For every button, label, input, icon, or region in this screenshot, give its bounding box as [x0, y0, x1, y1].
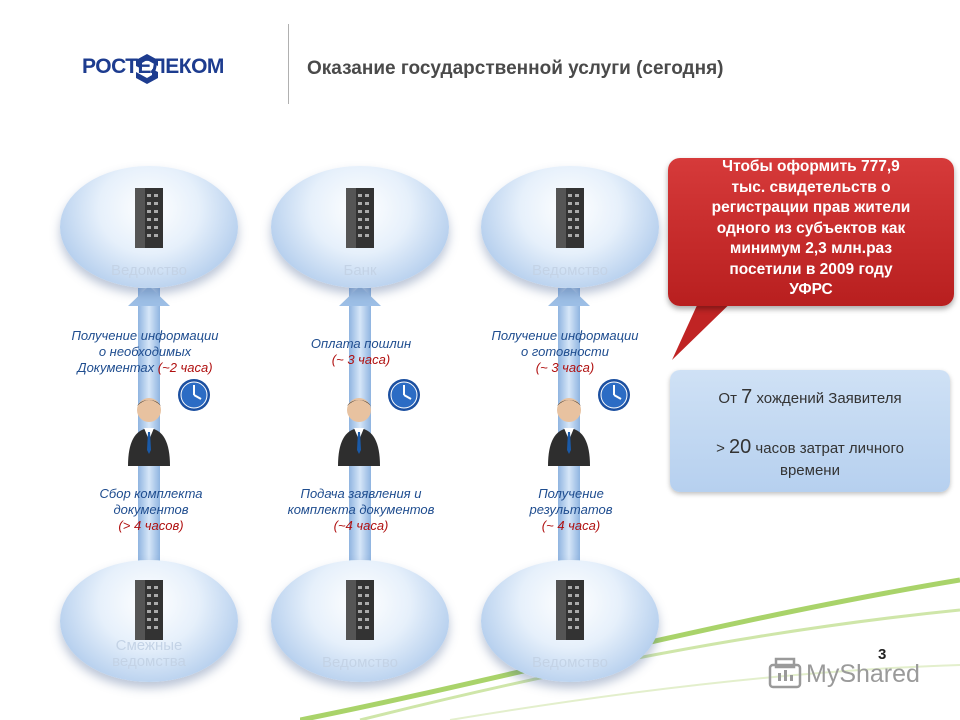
step-text: результатов — [529, 502, 613, 517]
step-text: комплекта документов — [287, 502, 435, 517]
callout-tail — [672, 290, 744, 360]
step-text: документов — [113, 502, 189, 517]
node-label: Ведомство — [532, 262, 608, 279]
summary-hours-row: > 20 часов затрат личного — [680, 436, 940, 460]
person-icon — [128, 398, 170, 466]
step-text: Сбор комплекта — [99, 486, 203, 501]
red-callout — [668, 158, 954, 306]
summary-hours: > 20 часов затрат личного времени — [680, 436, 940, 482]
summary-number: 20 — [729, 436, 752, 458]
server-icon — [135, 188, 163, 248]
logo-text: РОСТЕЛЕКОМ — [82, 55, 224, 78]
node-label: Банк — [343, 262, 377, 279]
step-lower-2: Подача заявления и комплекта документов … — [256, 486, 466, 534]
step-time: (~ 4 часа) — [541, 518, 601, 533]
watermark-logo-icon — [768, 657, 802, 689]
step-time: (~2 часа) — [157, 360, 213, 375]
arrow-up-icon — [339, 286, 381, 306]
clock-icon — [388, 379, 420, 411]
summary-text: времени — [780, 462, 840, 479]
step-lower-3: Получение результатов (~ 4 часа) — [466, 486, 676, 534]
step-time: (~4 часа) — [333, 518, 389, 533]
summary-visits: От 7 хождений Заявителя — [670, 386, 950, 409]
page-title: Оказание государственной услуги (сегодня… — [307, 58, 724, 79]
summary-text: хождений Заявителя — [756, 390, 902, 407]
arrow-up-icon — [128, 286, 170, 306]
step-text: Получение информации — [71, 328, 219, 343]
summary-text: > — [716, 440, 725, 457]
step-time: (> 4 часов) — [118, 518, 184, 533]
step-text: о необходимых — [98, 344, 192, 359]
server-icon — [135, 580, 163, 640]
step-time: (~ 3 часа) — [331, 352, 391, 367]
node-label: Ведомство — [111, 262, 187, 279]
step-upper-3: Получение информации о готовности (~ 3 ч… — [460, 328, 670, 376]
step-text: о готовности — [521, 344, 609, 359]
node-label-line: ведомства — [112, 653, 186, 670]
callout-line: посетили в 2009 году — [729, 260, 893, 278]
person-icon — [338, 398, 380, 466]
server-icon — [346, 580, 374, 640]
node-label: Смежные ведомства — [60, 638, 238, 670]
step-text-row: Документах (~2 часа) — [40, 360, 250, 376]
step-text: Документах — [77, 360, 155, 375]
callout-text: Чтобы оформить 777,9 тыс. свидетельств о… — [676, 157, 946, 301]
callout-line: Чтобы оформить 777,9 — [722, 158, 900, 175]
step-upper-1: Получение информации о необходимых Докум… — [40, 328, 250, 376]
header-divider — [288, 24, 289, 104]
step-text: Оплата пошлин — [310, 336, 412, 351]
step-upper-2: Оплата пошлин (~ 3 часа) — [256, 336, 466, 368]
step-text: Подача заявления и — [300, 486, 422, 501]
server-icon — [556, 188, 584, 248]
callout-line: регистрации прав жители — [711, 199, 911, 216]
arrow-up-icon — [548, 286, 590, 306]
callout-line: УФРС — [789, 281, 833, 298]
summary-text: часов затрат личного — [755, 440, 904, 457]
summary-text: От — [718, 390, 737, 407]
callout-line: тыс. свидетельств о — [731, 178, 891, 196]
person-icon — [548, 398, 590, 466]
step-text: Получение информации — [491, 328, 639, 343]
callout-line: минимум 2,3 млн.раз — [729, 240, 893, 257]
step-text: Получение — [538, 486, 604, 501]
step-time: (~ 3 часа) — [535, 360, 595, 375]
summary-box — [670, 370, 950, 492]
node-label: Ведомство — [532, 654, 608, 671]
rostelecom-logo — [136, 54, 158, 84]
page-number: 3 — [878, 646, 887, 663]
summary-number: 7 — [741, 386, 753, 408]
clock-icon — [178, 379, 210, 411]
clock-icon — [598, 379, 630, 411]
callout-line: одного из субъектов как — [716, 219, 906, 237]
node-label: Ведомство — [322, 654, 398, 671]
step-lower-1: Сбор комплекта документов (> 4 часов) — [46, 486, 256, 534]
server-icon — [556, 580, 584, 640]
watermark: MyShared — [806, 660, 920, 688]
node-label-line: Смежные — [115, 637, 183, 654]
server-icon — [346, 188, 374, 248]
